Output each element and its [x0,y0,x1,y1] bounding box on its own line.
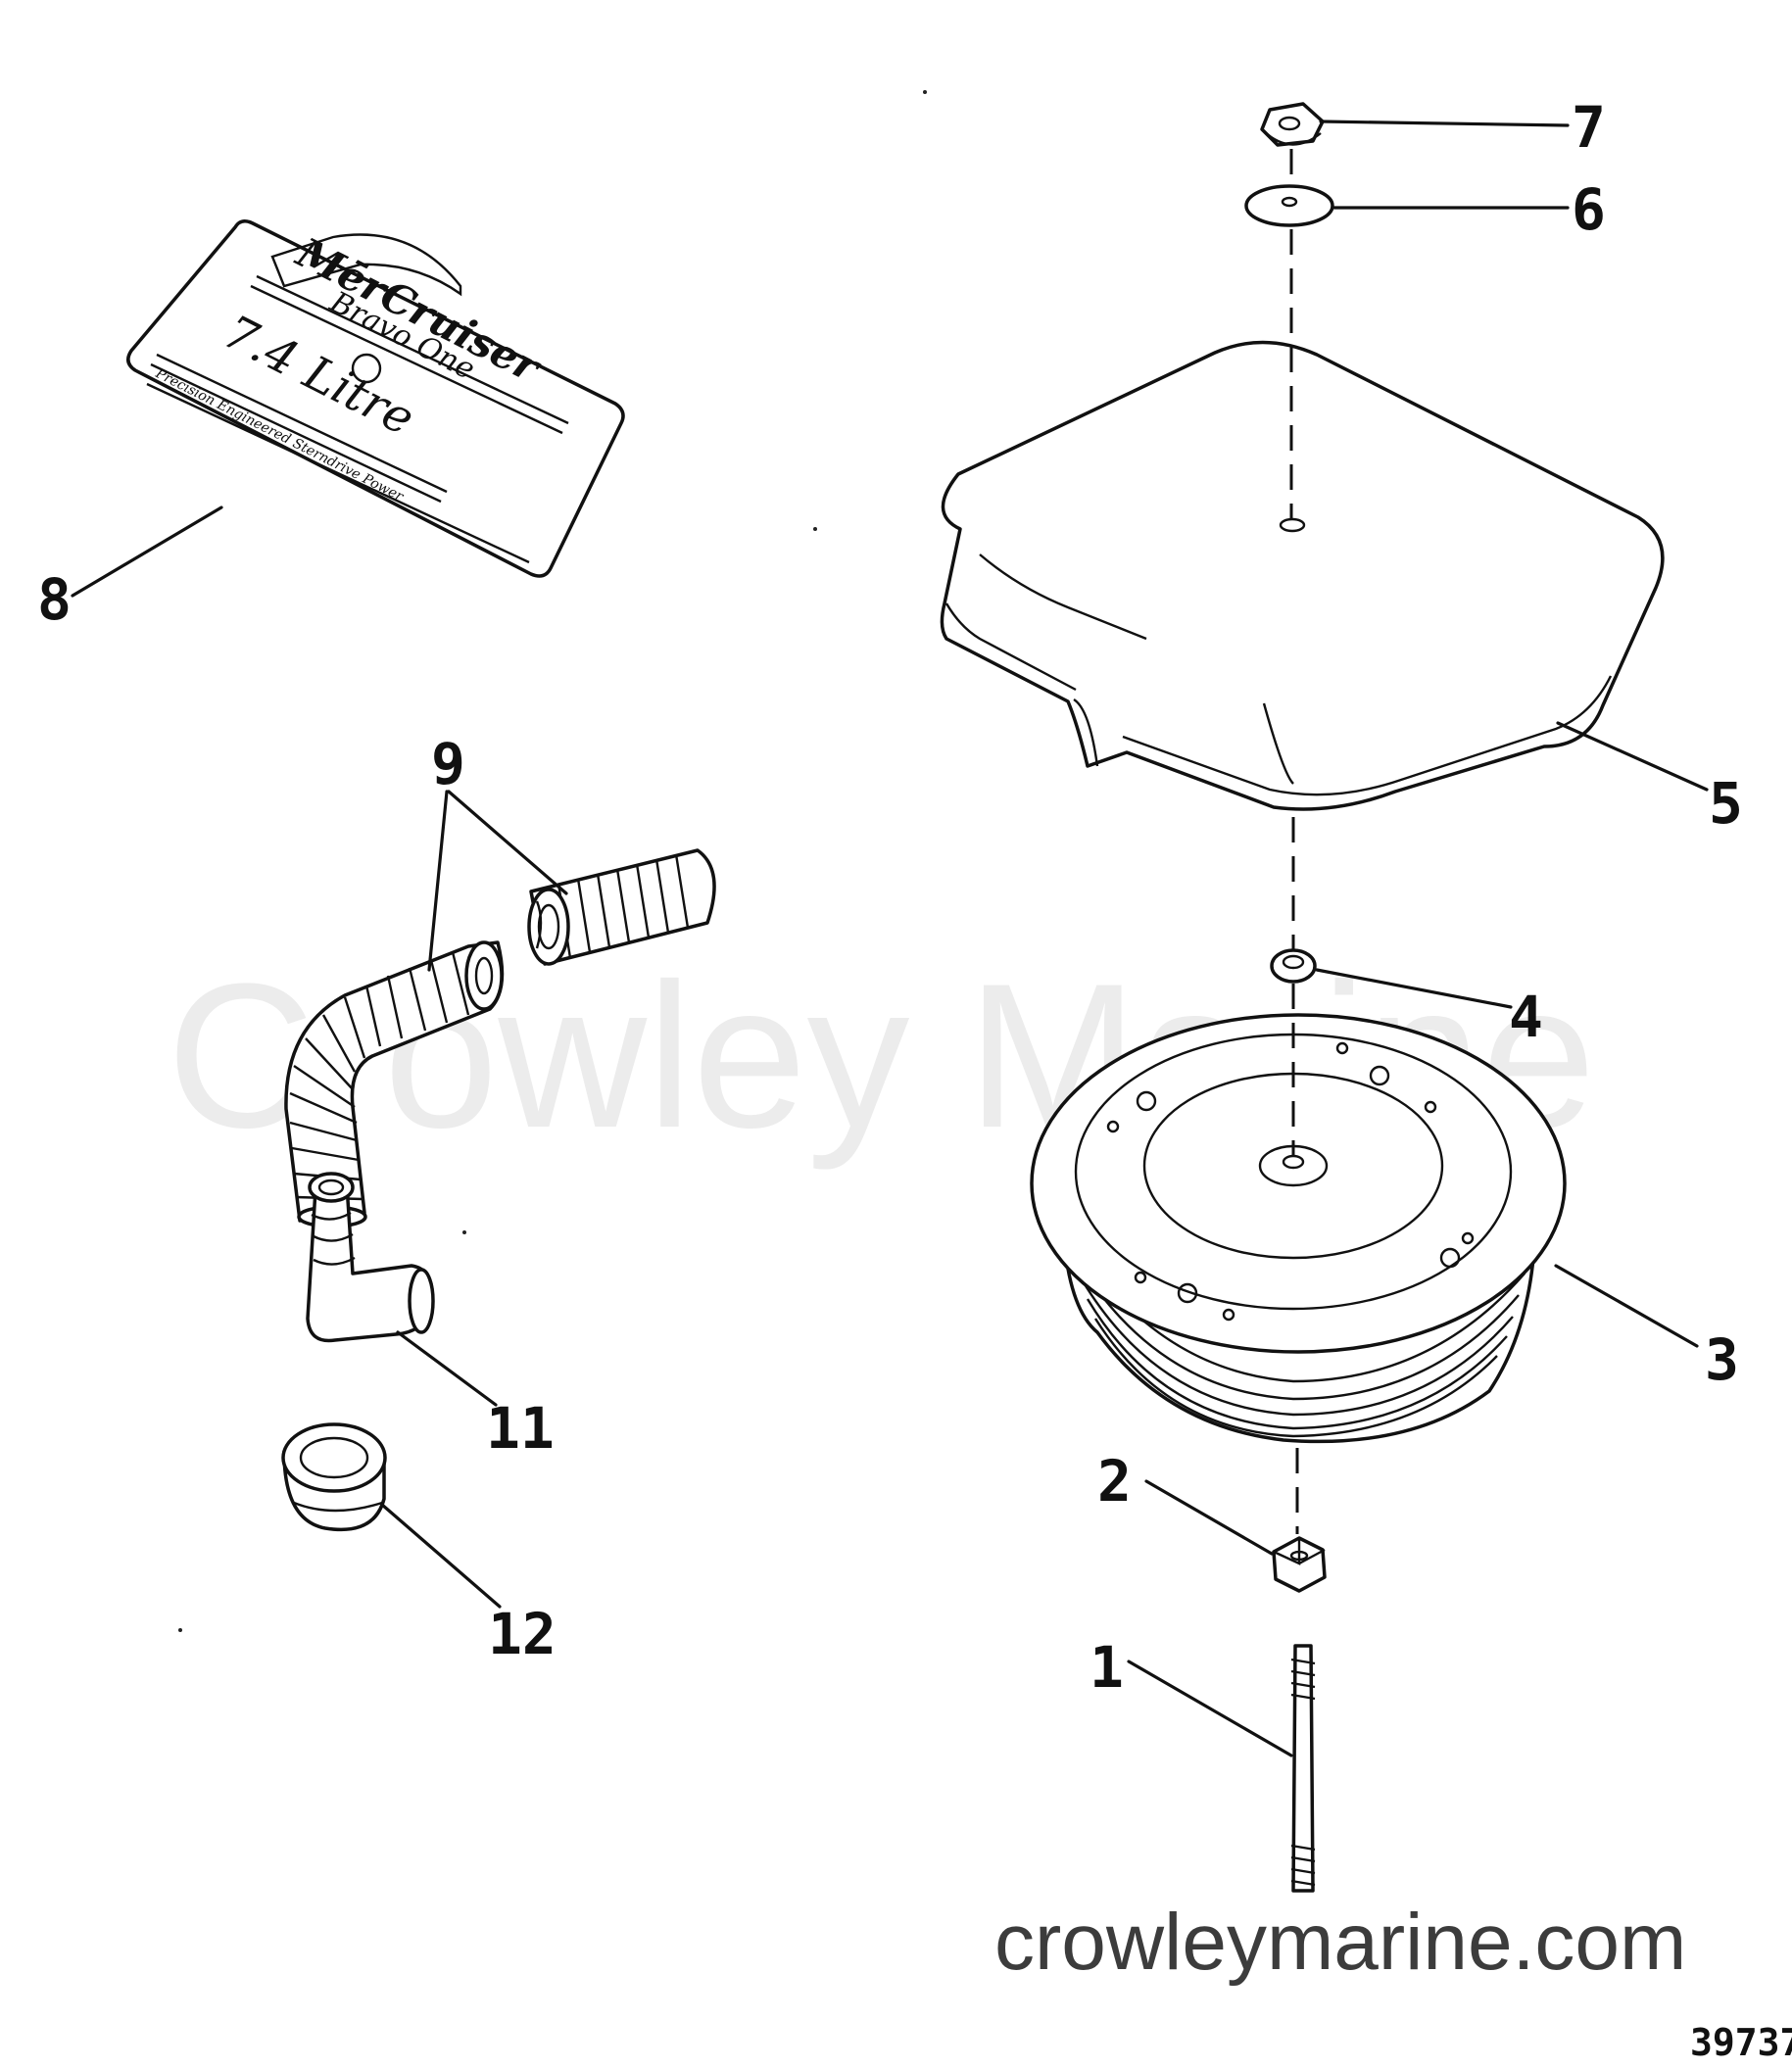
callout-9: 9 [431,731,465,797]
top-nut-part [1260,102,1325,147]
cap-part [281,1422,387,1532]
callout-11: 11 [486,1395,555,1462]
callout-1: 1 [1090,1634,1124,1701]
washer-part [1244,184,1334,227]
cover-part [940,340,1665,811]
decal-part: MērCruiser Bravo One 7.4 Litre Precision… [126,219,625,578]
callout-12: 12 [488,1601,557,1667]
callouts: 7 6 5 4 3 2 1 8 9 11 12 [37,94,1743,1701]
callout-4: 4 [1509,984,1543,1050]
callout-6: 6 [1572,176,1606,243]
callout-7: 7 [1572,94,1606,161]
specks [178,90,927,1632]
grommet-part [1270,948,1317,984]
flame-arrestor-part [1030,1013,1567,1444]
callout-5: 5 [1709,770,1743,837]
figure-number: 39737 [1690,2021,1792,2064]
nut-part [1272,1536,1327,1593]
assembly-axis [1289,149,1299,1534]
callout-8: 8 [37,566,72,633]
vent-hose-part [284,848,716,1228]
site-url: crowleymarine.com [994,1898,1686,1987]
callout-3: 3 [1705,1326,1739,1393]
leader-lines [71,120,1709,1757]
elbow-part [306,1172,435,1343]
stud-part [1290,1644,1316,1893]
callout-2: 2 [1097,1448,1132,1515]
